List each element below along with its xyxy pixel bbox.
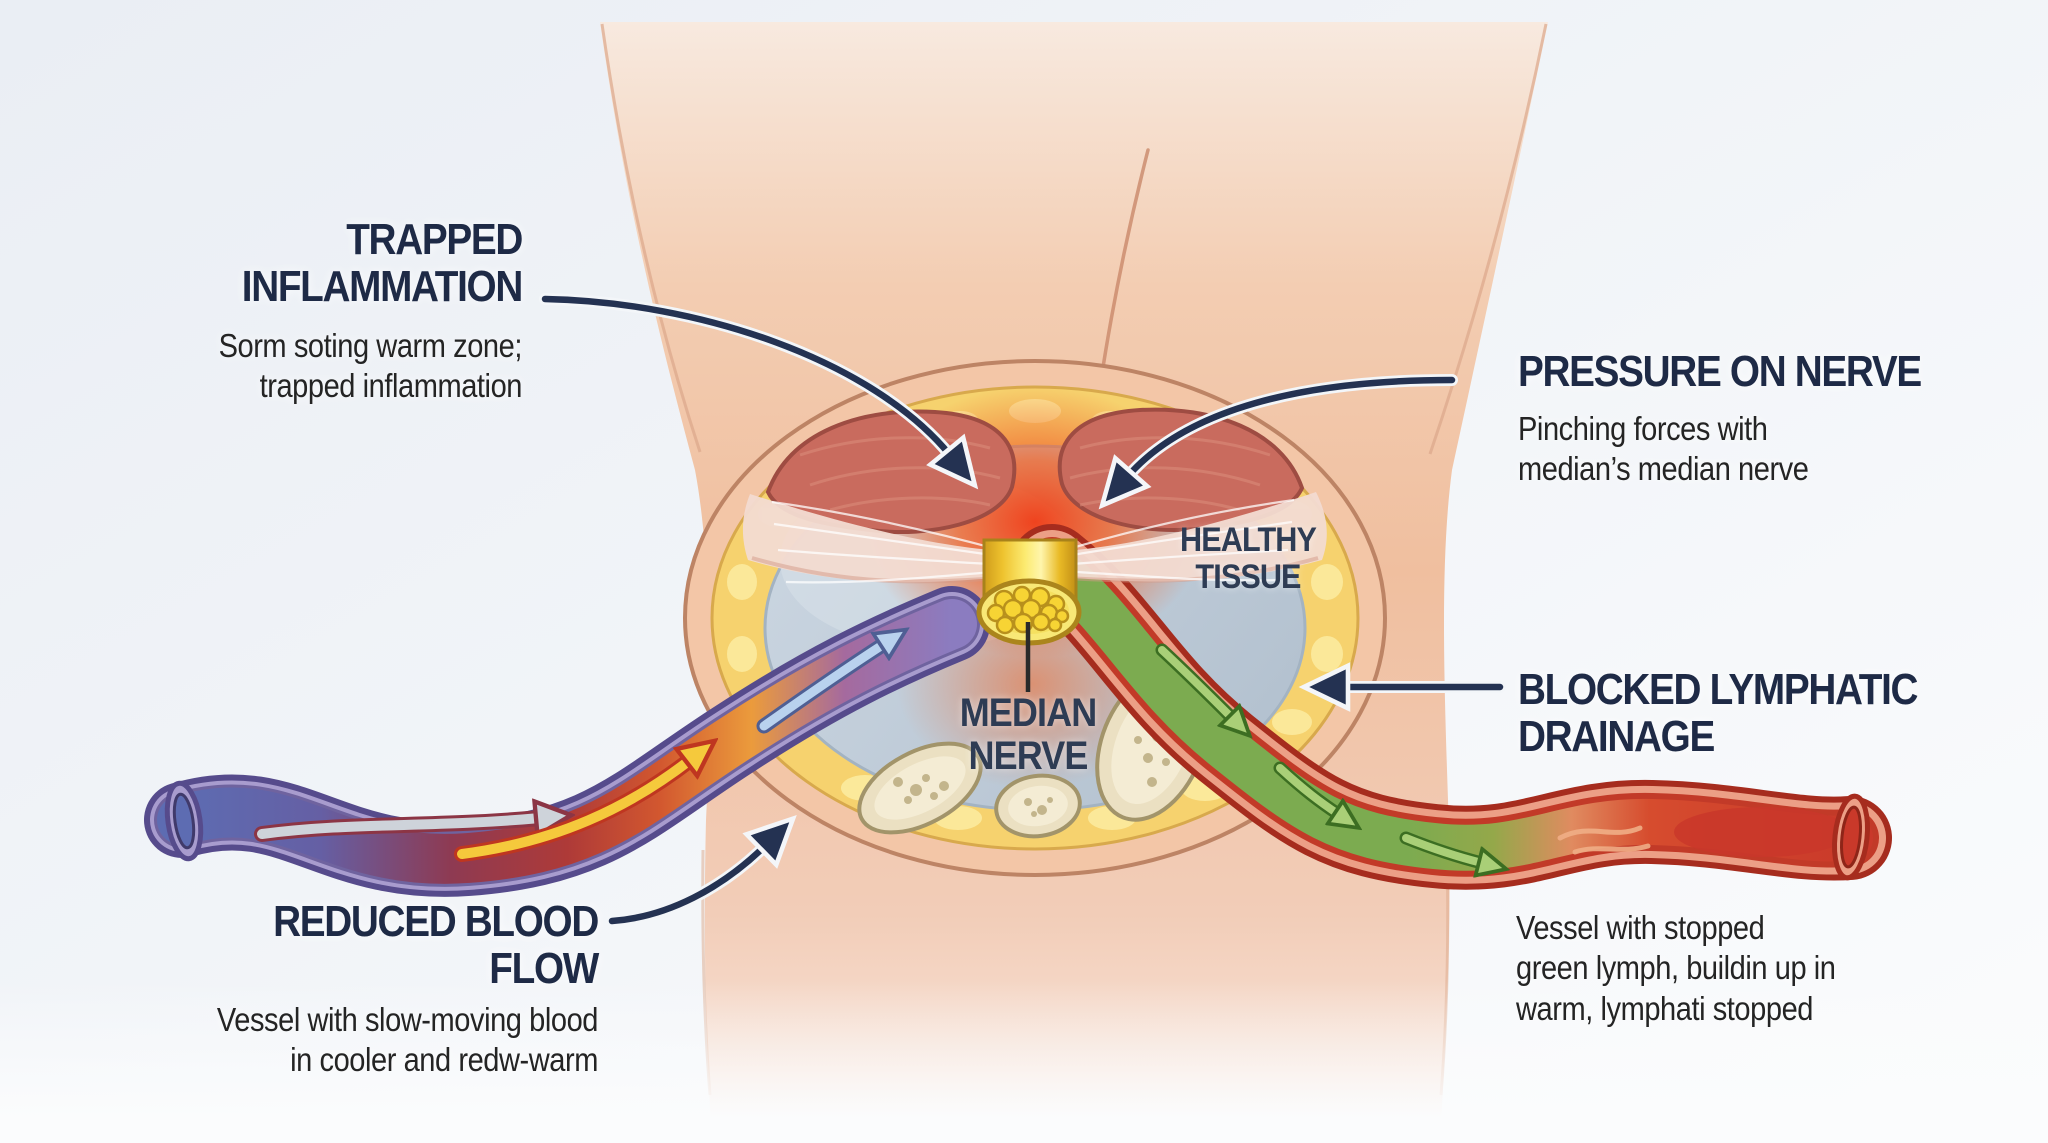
lymphatic-vessel <box>1010 524 1892 890</box>
desc-line: median’s median nerve <box>1518 450 1809 488</box>
congestion-texture <box>1557 825 1651 855</box>
callout-arrows <box>539 293 1506 927</box>
lymph-flow-arrow-1 <box>1158 646 1232 718</box>
callout-description: Pinching forces with median’s median ner… <box>1518 409 1932 490</box>
slow-flow-arrow <box>257 818 540 839</box>
reduced-blood-flow-arrow <box>608 814 797 925</box>
label-line: HEALTHY <box>1180 521 1317 559</box>
healthy-tissue-label: HEALTHY TISSUE <box>1154 521 1343 597</box>
title-line: TRAPPED <box>346 215 523 264</box>
lymph-flow-arrow-3 <box>1402 834 1482 863</box>
lymphatic-vessel-cut-end <box>1832 793 1870 881</box>
title-line: BLOCKED LYMPHATIC <box>1518 665 1919 714</box>
desc-line: in cooler and redw-warm <box>290 1041 598 1079</box>
callout-pressure-on-nerve: PRESSURE ON NERVE Pinching forces with m… <box>1518 348 1932 490</box>
desc-line: trapped inflammation <box>259 367 523 405</box>
callout-title: TRAPPED INFLAMMATION <box>166 215 524 312</box>
upstream-flow-arrow <box>759 644 884 731</box>
lymph-flow-arrow-2 <box>1276 764 1338 814</box>
desc-line: Vessel with slow-moving blood <box>216 1001 599 1039</box>
callout-title: BLOCKED LYMPHATIC DRAINAGE <box>1518 666 1932 760</box>
trapped-inflammation-arrow <box>541 295 979 490</box>
desc-line: Pinching forces with <box>1518 410 1768 448</box>
desc-line: Sorm soting warm zone; <box>218 327 523 365</box>
desc-line: green lymph, buildin up in <box>1516 949 1836 987</box>
warm-flow-arrow <box>457 760 690 859</box>
median-nerve <box>976 538 1082 646</box>
label-line: NERVE <box>968 734 1089 779</box>
title-line: DRAINAGE <box>1518 712 1715 762</box>
callout-blocked-lymphatic: BLOCKED LYMPHATIC DRAINAGE <box>1518 666 1932 760</box>
desc-line: Vessel with stopped <box>1516 909 1765 946</box>
ligament-fibers <box>771 498 1295 584</box>
title-line: PRESSURE ON NERVE <box>1518 347 1922 396</box>
callout-reduced-blood-flow: REDUCED BLOOD FLOW Vessel with slow-movi… <box>193 897 599 1081</box>
median-nerve-label: MEDIAN NERVE <box>938 691 1118 779</box>
title-line: REDUCED BLOOD FLOW <box>273 897 599 994</box>
callout-stopped-lymph-description: Vessel with stopped green lymph, buildin… <box>1516 908 1921 1029</box>
title-line: INFLAMMATION <box>241 262 524 312</box>
callout-title: REDUCED BLOOD FLOW <box>193 897 599 994</box>
label-line: MEDIAN <box>959 691 1098 735</box>
label-line: TISSUE <box>1195 558 1301 597</box>
callout-trapped-inflammation: TRAPPED INFLAMMATION Sorm soting warm zo… <box>166 215 524 407</box>
blocked-lymph-clot <box>1674 807 1850 857</box>
blood-vessel-cut-end <box>164 780 204 862</box>
blood-vessel <box>144 586 990 897</box>
callout-description: Vessel with slow-moving blood in cooler … <box>193 1000 599 1081</box>
bottom-fade <box>0 980 2048 1143</box>
pressure-on-nerve-arrow <box>1098 376 1456 510</box>
desc-line: warm, lymphati stopped <box>1516 989 1813 1027</box>
callout-description: Sorm soting warm zone; trapped inflammat… <box>166 326 523 407</box>
callout-description: Vessel with stopped green lymph, buildin… <box>1516 908 1921 1029</box>
nerve-fascicles <box>986 585 1070 635</box>
callout-title: PRESSURE ON NERVE <box>1518 348 1932 395</box>
